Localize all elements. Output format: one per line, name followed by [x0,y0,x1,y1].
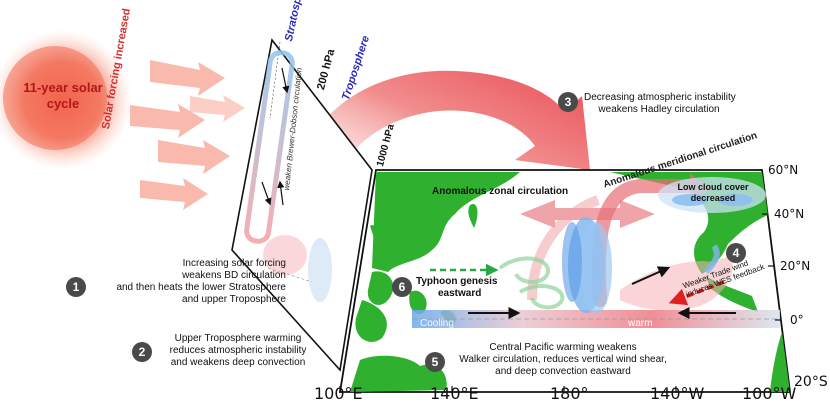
longitude-label-100e: 100°E [314,384,363,403]
wes-feedback-arrow [668,280,725,306]
step-2-badge: 2 [132,342,152,362]
latitude-label-0: 0° [790,313,804,327]
big-curved-arrow [298,70,590,205]
cooling-label: Cooling [420,318,454,329]
longitude-label-180: 180° [550,384,589,403]
zonal-circulation-arrows [520,200,655,228]
latitude-label-20s: 20°S [794,374,828,390]
typhoon-swirls [498,256,565,310]
atmosphere-column-plane [231,38,373,372]
latitude-label-60n: 60°N [768,163,799,177]
step-5-badge: 5 [425,352,445,372]
bd-circulation-loop [244,50,295,244]
longitude-label-140e: 140°E [430,384,479,403]
zonal-circulation-label: Anomalous zonal circulation [432,186,569,197]
step-1-badge: 1 [66,277,86,297]
sun-label: 11-year solar cycle [23,80,103,111]
solar-rays [130,60,245,210]
sun-glow [0,30,132,170]
convection-column [562,217,612,314]
longitude-label-140w: 140°W [650,384,705,403]
latitude-label-40n: 40°N [774,207,805,221]
warm-label: warm [628,318,653,329]
longitude-label-100w: 100°W [742,384,797,403]
step-3-badge: 3 [558,92,578,112]
wind-arrow-trade [631,266,671,285]
step-4-badge: 4 [726,243,746,263]
latitude-label-20n: 20°N [780,259,811,273]
step-6-badge: 6 [392,277,412,297]
